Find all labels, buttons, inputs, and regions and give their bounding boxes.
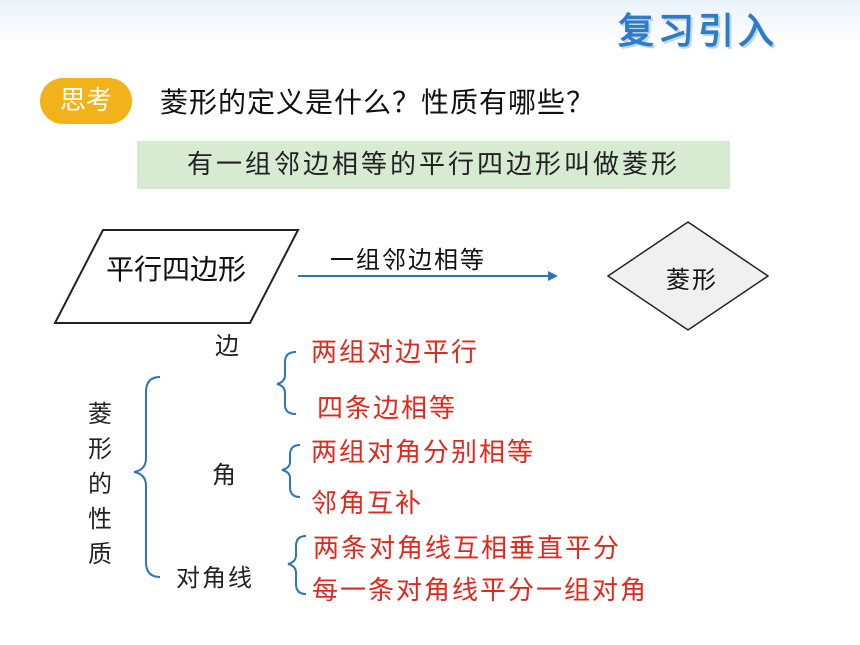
header-title: 复习引入	[618, 10, 779, 52]
property-item: 四条边相等	[317, 394, 458, 424]
brace-angles	[281, 444, 301, 498]
brace-edges	[276, 351, 297, 415]
definition-box: 有一组邻边相等的平行四边形叫做菱形	[137, 141, 730, 189]
parallelogram-shape	[53, 229, 300, 324]
properties-title-char: 形	[88, 435, 112, 463]
rhombus-shape	[606, 221, 770, 331]
properties-title: 菱 形 的 性 质	[85, 394, 115, 569]
question-text: 菱形的定义是什么？性质有哪些？	[160, 86, 596, 119]
category-diagonals: 对角线	[176, 564, 254, 592]
property-item: 邻角互补	[311, 489, 424, 519]
properties-title-char: 性	[88, 505, 112, 533]
property-item: 两条对角线互相垂直平分	[313, 534, 622, 564]
rhombus-label: 菱形	[666, 266, 718, 294]
properties-title-char: 质	[88, 540, 112, 568]
property-item: 每一条对角线平分一组对角	[312, 576, 649, 606]
properties-title-char: 的	[88, 470, 112, 498]
brace-diagonals	[287, 535, 307, 595]
arrow-label: 一组邻边相等	[330, 246, 486, 274]
arrow-head	[548, 271, 558, 281]
category-edges: 边	[215, 332, 241, 360]
properties-title-char: 菱	[88, 400, 112, 428]
property-item: 两组对角分别相等	[311, 438, 536, 468]
category-angles: 角	[212, 461, 238, 489]
think-badge: 思考	[40, 78, 132, 124]
main-brace	[133, 376, 161, 578]
parallelogram-label: 平行四边形	[106, 253, 247, 286]
property-item: 两组对边平行	[311, 338, 480, 368]
